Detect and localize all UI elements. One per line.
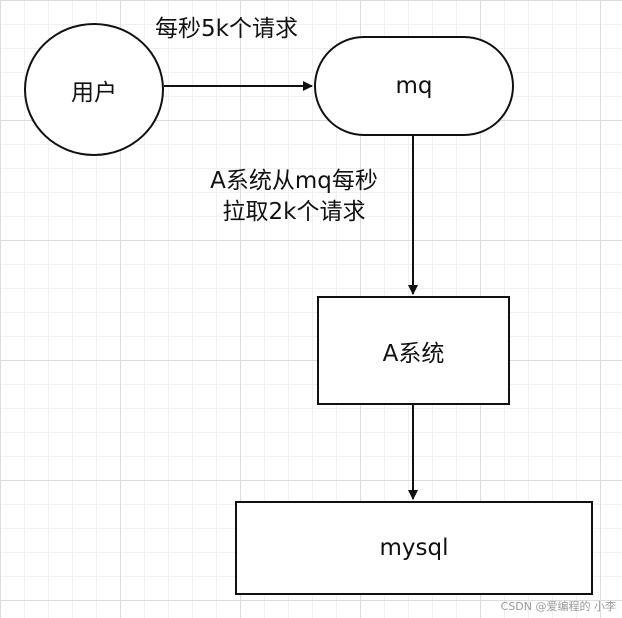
watermark: CSDN @爱编程的 小李 xyxy=(500,600,616,613)
user-node: 用户 xyxy=(24,23,164,156)
mq-node: mq xyxy=(314,36,514,136)
user-node-label: 用户 xyxy=(71,79,117,106)
mysql-node: mysql xyxy=(235,501,593,595)
edge-label-line-2: 拉取2k个请求 xyxy=(222,199,366,225)
edge-label-mq-to-a-system: A系统从mq每秒 拉取2k个请求 xyxy=(196,166,392,228)
edge-label-line-1: A系统从mq每秒 xyxy=(210,168,378,194)
mq-node-label: mq xyxy=(395,73,433,99)
edge-label-user-to-mq: 每秒5k个请求 xyxy=(155,16,298,42)
a-system-node-label: A系统 xyxy=(382,340,445,367)
a-system-node: A系统 xyxy=(317,296,510,405)
mysql-node-label: mysql xyxy=(379,535,449,561)
